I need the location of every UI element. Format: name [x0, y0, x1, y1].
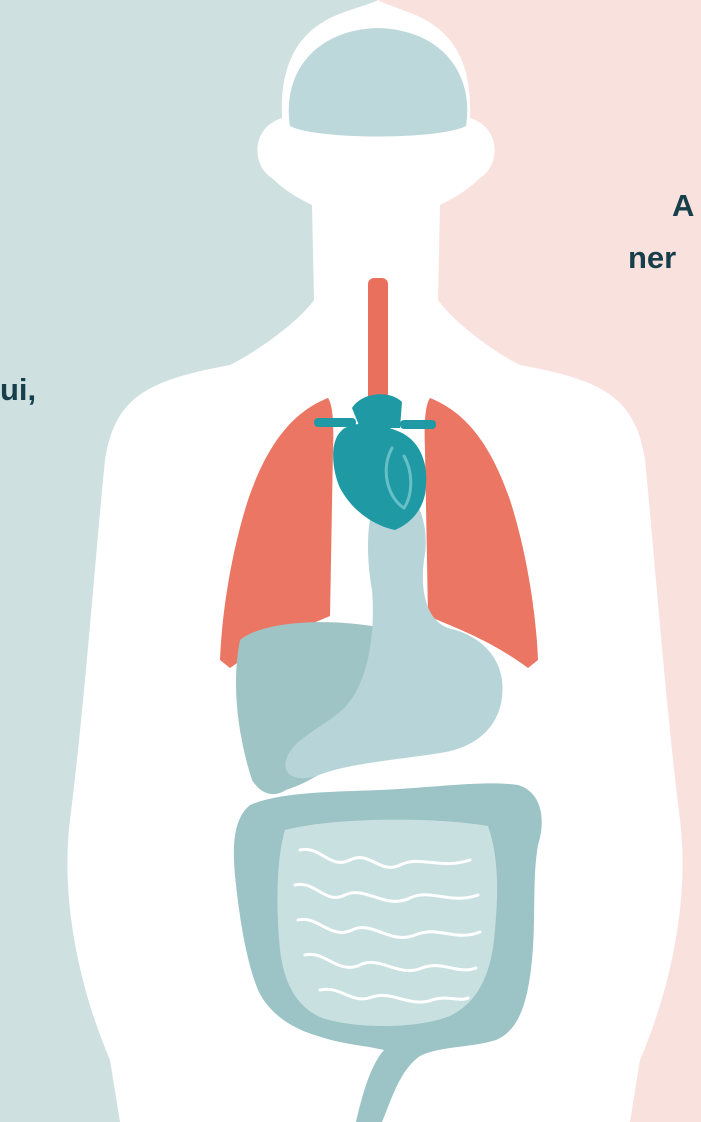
trachea — [368, 278, 388, 410]
text-fragment-right-2: ner — [628, 240, 676, 276]
text-fragment-left-1: ui, — [0, 372, 36, 408]
text-fragment-right-1: A — [672, 188, 694, 224]
